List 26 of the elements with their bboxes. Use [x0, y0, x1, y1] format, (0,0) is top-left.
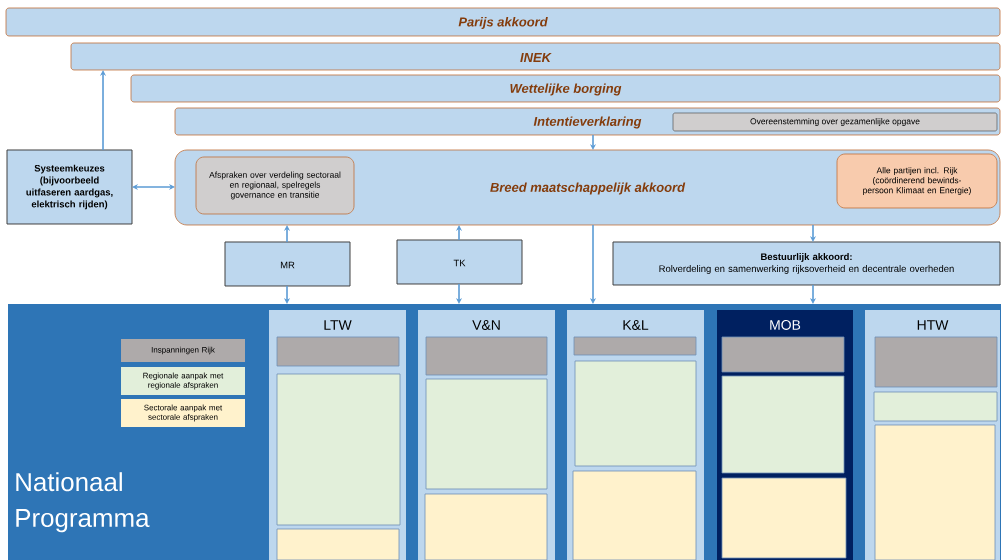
block — [572, 470, 697, 560]
process-box: MR — [224, 241, 351, 287]
note-box: Afspraken over verdeling sectoraal en regionaal, spelregels governance en transitie — [195, 156, 355, 215]
block — [721, 336, 845, 373]
process-box: TK — [396, 239, 523, 285]
process-box: Bestuurlijk akkoord: Rolverdeling en samenwerking rijksoverheid en decentrale overheden — [612, 241, 1001, 286]
band-box: Parijs akkoord — [5, 7, 1001, 37]
block — [874, 424, 996, 560]
block — [276, 373, 401, 526]
block — [424, 493, 548, 560]
block — [721, 477, 847, 559]
process-box: Systeemkeuzes (bijvoorbeeld uitfaseren aardgas, elektrisch rijden) — [6, 149, 133, 225]
band-box: Wettelijke borging — [130, 74, 1001, 103]
note-box: Alle partijen incl. Rijk (coördinerend bewinds-persoon Klimaat en Energie) — [836, 153, 998, 209]
block — [276, 336, 400, 367]
band-box: INEK — [70, 42, 1001, 71]
block — [276, 528, 400, 560]
block — [573, 336, 697, 356]
block — [873, 391, 998, 422]
note-box: Overeenstemming over gezamenlijke opgave — [672, 112, 998, 132]
block — [721, 375, 845, 474]
block — [425, 336, 548, 376]
arrow — [132, 183, 175, 191]
block — [574, 360, 697, 467]
block — [425, 378, 548, 490]
block — [874, 336, 998, 388]
